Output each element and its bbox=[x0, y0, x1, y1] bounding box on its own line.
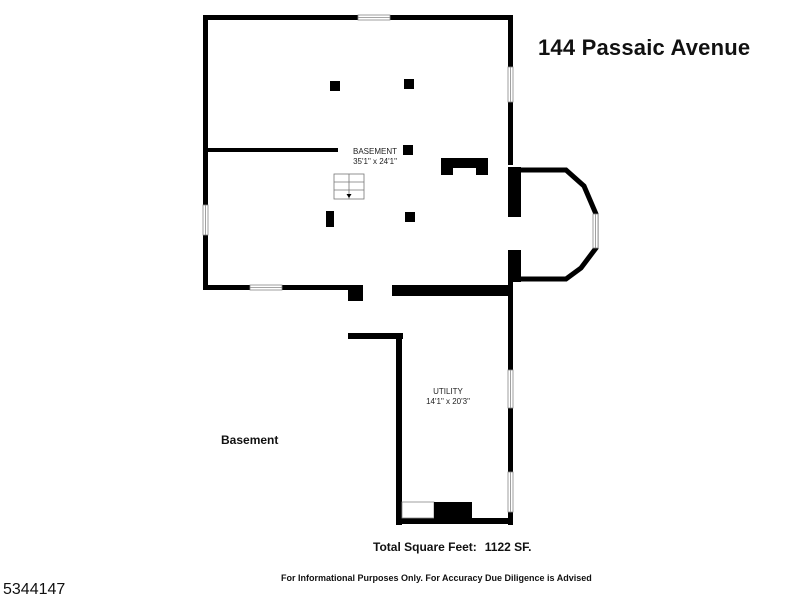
total-square-feet: Total Square Feet: 1122 SF. bbox=[373, 540, 532, 554]
total-value: 1122 SF. bbox=[484, 540, 532, 554]
wall-bay-jamb-bottom bbox=[508, 250, 521, 282]
wall-corridor-left-jog bbox=[348, 333, 403, 339]
room-name: UTILITY bbox=[433, 387, 463, 396]
column bbox=[326, 211, 334, 227]
window-utility-bottom-left bbox=[401, 501, 435, 519]
room-dimensions: 14'1" x 20'3" bbox=[426, 397, 470, 406]
chimney-fixture bbox=[441, 158, 488, 175]
wall-basement-bottom-right bbox=[392, 285, 513, 296]
floor-label: Basement bbox=[221, 433, 279, 447]
column bbox=[330, 81, 340, 91]
listing-id: 5344147 bbox=[3, 581, 66, 598]
wall-bay-jamb-top bbox=[508, 167, 521, 217]
room-name: BASEMENT bbox=[352, 147, 397, 156]
bay-window-wall bbox=[513, 167, 599, 282]
wall-utility-left bbox=[396, 333, 402, 525]
wall-basement-bottom-left bbox=[203, 285, 363, 290]
wall-basement-right-lower bbox=[508, 276, 513, 296]
property-address: 144 Passaic Avenue bbox=[538, 35, 751, 60]
total-label: Total Square Feet: bbox=[373, 540, 477, 554]
room-basement-label: BASEMENT 35'1" x 24'1" bbox=[340, 147, 410, 167]
room-dimensions: 35'1" x 24'1" bbox=[353, 157, 397, 166]
stairs-icon bbox=[333, 173, 365, 200]
room-utility-label: UTILITY 14'1" x 20'3" bbox=[418, 387, 478, 407]
walls bbox=[203, 15, 521, 525]
utility-fixture bbox=[434, 502, 472, 520]
column bbox=[404, 79, 414, 89]
wall-interior-partition bbox=[208, 148, 338, 152]
wall-corridor-top-jog bbox=[348, 285, 363, 301]
wall-basement-left bbox=[203, 15, 208, 290]
column bbox=[403, 145, 413, 155]
windows bbox=[202, 14, 599, 519]
wall-utility-bottom bbox=[396, 518, 513, 524]
column bbox=[405, 212, 415, 222]
disclaimer-text: For Informational Purposes Only. For Acc… bbox=[281, 573, 592, 583]
columns bbox=[326, 79, 415, 227]
